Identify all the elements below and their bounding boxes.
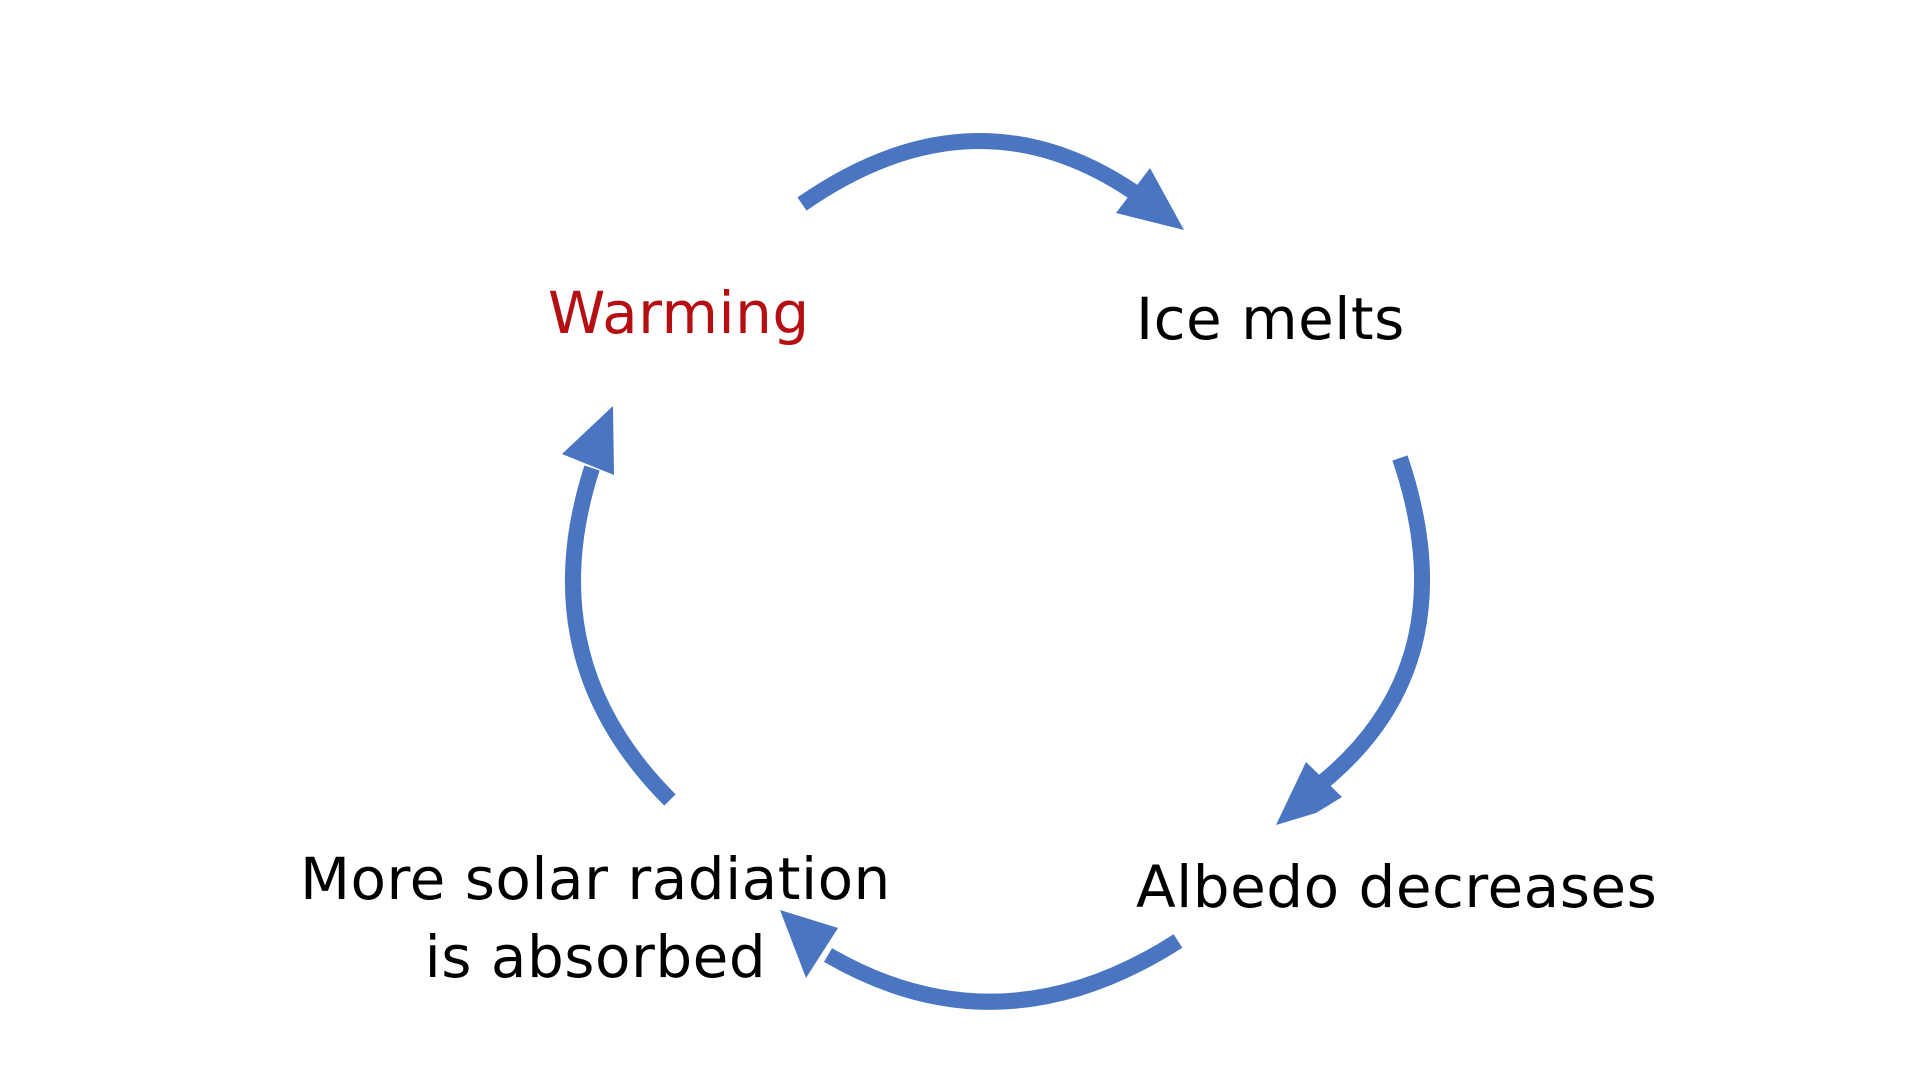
arrow-ice-melts-to-albedo	[1276, 455, 1431, 825]
node-warming: Warming	[548, 279, 810, 347]
node-albedo-decreases: Albedo decreases	[1136, 853, 1658, 921]
arrow-warming-to-ice-melts	[797, 133, 1184, 230]
arrow-albedo-to-solar	[780, 910, 1183, 1010]
node-solar-line-2: is absorbed	[424, 923, 767, 991]
node-ice-melts: Ice melts	[1136, 285, 1405, 353]
arrow-solar-to-warming	[562, 406, 676, 806]
node-solar-line-1: More solar radiation	[300, 845, 891, 913]
node-solar-radiation-absorbed: More solar radiation is absorbed	[300, 840, 891, 996]
